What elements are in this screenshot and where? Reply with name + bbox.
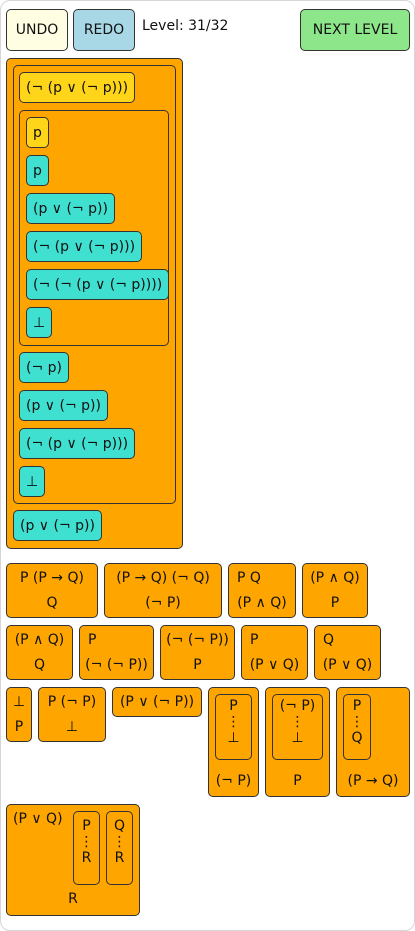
rule-premises: P Q (237, 570, 261, 586)
rule-premises: P (250, 632, 259, 648)
rule-conclusion: P (193, 657, 202, 673)
proof-line[interactable]: (¬ (p ∨ (¬ p))) (19, 428, 136, 459)
rule-conclusion: P (14, 719, 24, 735)
proof-line[interactable]: (¬ (¬ (p ∨ (¬ p)))) (26, 269, 170, 300)
rule-premises: (P → Q) (¬ Q) (116, 570, 210, 586)
rule-conclusion: (P ∧ Q) (237, 595, 287, 611)
rule-implication-intro[interactable]: P ⋮ Q (P → Q) (336, 687, 410, 797)
rule-and-elim-left[interactable]: (P ∧ Q) P (302, 563, 368, 618)
rule-premises: Q (323, 632, 335, 648)
rule-premises: ⊥ (12, 694, 26, 710)
subproof-dots: ⋮ (112, 834, 127, 850)
subproof-assumption: (¬ P) (279, 698, 316, 714)
subproof-dots: ⋮ (79, 834, 94, 850)
inner-assumption-box (19, 110, 169, 346)
subproof-box: P ⋮ Q (343, 694, 371, 760)
level-indicator: Level: 31/32 (142, 18, 229, 34)
rule-conclusion: (¬ P) (145, 595, 181, 611)
rule-premises: P (¬ P) (47, 694, 97, 710)
proof-line[interactable]: ⊥ (26, 307, 53, 338)
rule-conclusion: (P ∨ Q) (322, 657, 373, 673)
subproof-box: P ⋮ R (73, 811, 100, 885)
subproof-derived: R (114, 850, 125, 866)
rule-conclusion: P (293, 773, 302, 789)
subproof-box: P ⋮ ⊥ (215, 694, 252, 760)
rule-premises: (P ∧ Q) (310, 570, 360, 586)
subproof-dots: ⋮ (290, 714, 305, 730)
rule-conclusion: (¬ (¬ P)) (85, 657, 148, 673)
redo-button[interactable]: REDO (73, 9, 135, 51)
rule-bottom-elim[interactable]: ⊥ P (6, 687, 32, 742)
subproof-box: (¬ P) ⋮ ⊥ (272, 694, 323, 760)
rule-and-intro[interactable]: P Q (P ∧ Q) (228, 563, 296, 618)
subproof-assumption: P (352, 698, 362, 714)
rule-premises: P (88, 632, 97, 648)
rule-conclusion: (¬ P) (215, 773, 252, 789)
rule-conclusion: R (68, 891, 78, 907)
subproof-derived: R (81, 850, 92, 866)
rule-or-elim[interactable]: (P ∨ Q) P ⋮ R Q ⋮ R R (6, 804, 140, 916)
rule-conclusion: ⊥ (65, 719, 79, 735)
subproof-derived: Q (351, 730, 363, 746)
rule-conclusion: P (330, 595, 340, 611)
rule-premises: P (P → Q) (20, 570, 84, 586)
rule-conclusion: (P ∨ Q) (249, 657, 300, 673)
rule-conclusion: (P → Q) (347, 773, 399, 789)
subproof-assumption: P (229, 698, 238, 714)
rule-conclusion: Q (46, 595, 58, 611)
proof-line[interactable]: ⊥ (19, 466, 46, 497)
undo-button[interactable]: UNDO (6, 9, 68, 51)
subproof-dots: ⋮ (226, 714, 241, 730)
subproof-dots: ⋮ (350, 714, 364, 730)
rule-conclusion: Q (33, 657, 46, 673)
subproof-assumption: Q (113, 818, 126, 834)
rule-premises: (P ∧ Q) (14, 632, 65, 648)
rule-negation-intro[interactable]: P ⋮ ⊥ (¬ P) (208, 687, 259, 797)
rule-premises: (P ∨ Q) (13, 811, 63, 827)
proof-conclusion[interactable]: (p ∨ (¬ p)) (13, 510, 102, 541)
rule-or-intro-left[interactable]: P (P ∨ Q) (241, 625, 308, 680)
next-level-button[interactable]: NEXT LEVEL (300, 9, 410, 51)
subproof-derived: ⊥ (291, 730, 304, 746)
proof-line[interactable]: (p ∨ (¬ p)) (19, 390, 108, 421)
rule-modus-ponens[interactable]: P (P → Q) Q (6, 563, 98, 618)
rule-formula: (P ∨ (¬ P)) (119, 694, 195, 710)
proof-line[interactable]: (¬ (p ∨ (¬ p))) (26, 231, 143, 262)
rule-modus-tollens[interactable]: (P → Q) (¬ Q) (¬ P) (104, 563, 222, 618)
outer-assumption-box (13, 65, 176, 504)
proof-line[interactable]: (¬ p) (19, 352, 69, 383)
subproof-assumption: P (82, 818, 91, 834)
proof-line[interactable]: p (26, 155, 49, 186)
rule-double-negation-elim[interactable]: (¬ (¬ P)) P (160, 625, 235, 680)
rule-premises: (¬ (¬ P)) (166, 632, 229, 648)
rule-or-intro-right[interactable]: Q (P ∨ Q) (314, 625, 381, 680)
rule-and-elim-right[interactable]: (P ∧ Q) Q (6, 625, 73, 680)
subproof-box: Q ⋮ R (106, 811, 133, 885)
rule-contradiction[interactable]: P (¬ P) ⊥ (38, 687, 106, 742)
inner-assumption-formula[interactable]: p (26, 117, 49, 148)
outer-assumption-formula[interactable]: (¬ (p ∨ (¬ p))) (19, 72, 136, 103)
rule-excluded-middle[interactable]: (P ∨ (¬ P)) (112, 687, 202, 717)
subproof-derived: ⊥ (227, 730, 240, 746)
proof-line[interactable]: (p ∨ (¬ p)) (26, 193, 115, 224)
rule-double-negation-intro[interactable]: P (¬ (¬ P)) (79, 625, 154, 680)
rule-proof-by-contradiction[interactable]: (¬ P) ⋮ ⊥ P (265, 687, 330, 797)
